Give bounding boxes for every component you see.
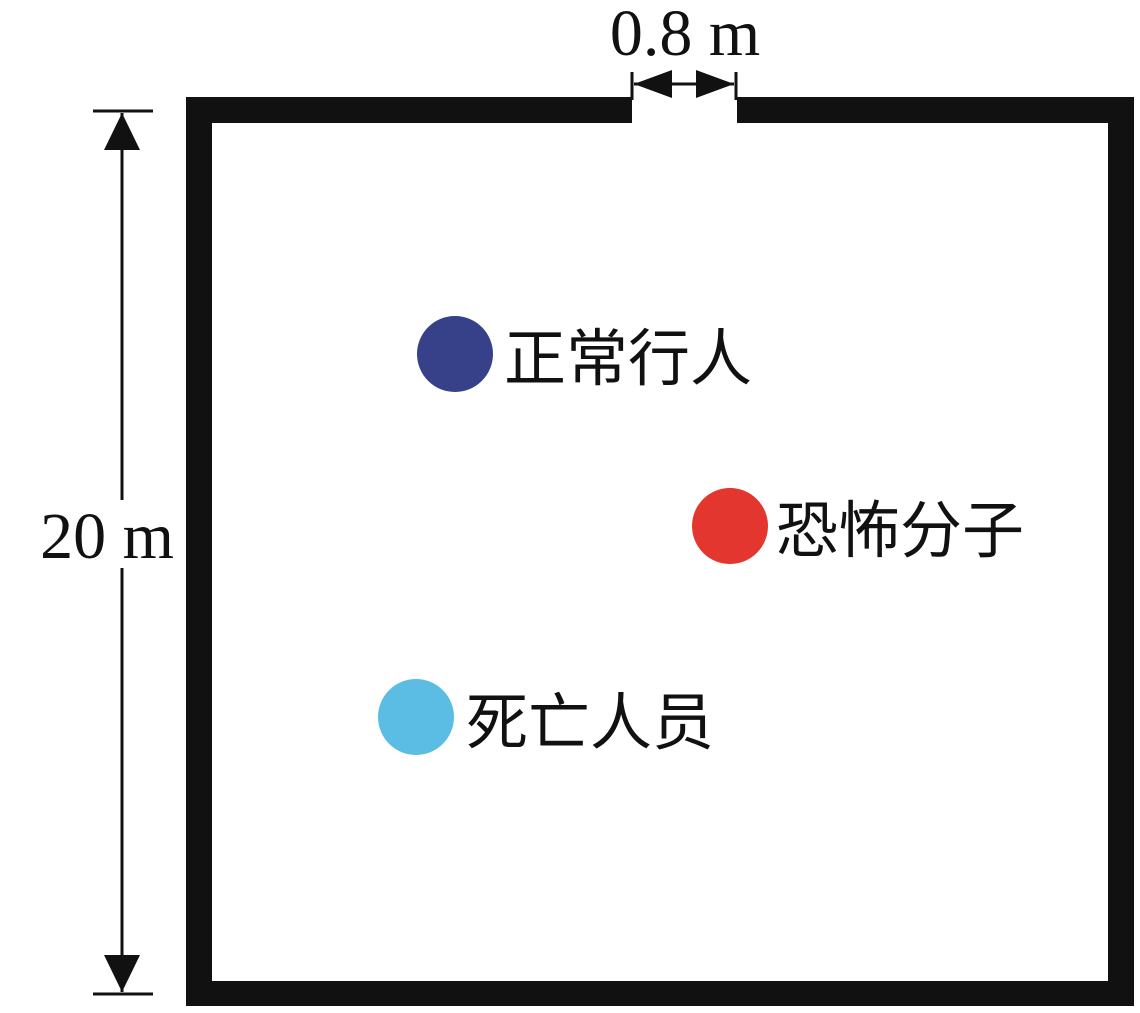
door-dim-arrow-right [696,70,734,98]
room-height-dimension: 20 m [40,109,174,996]
height-dim-arrow-bottom [104,955,140,992]
wall-top-right [737,97,1134,123]
terrorist-marker [692,488,768,564]
legend: 正常行人 恐怖分子 死亡人员 [378,316,1024,759]
legend-item-normal-pedestrian: 正常行人 [417,316,752,395]
door-width-label: 0.8 m [610,0,760,70]
wall-left [186,97,212,1006]
legend-label-terrorist: 恐怖分子 [776,494,1024,567]
wall-bottom [186,981,1134,1006]
legend-label-dead: 死亡人员 [466,686,714,759]
legend-item-dead: 死亡人员 [378,679,714,759]
normal-pedestrian-marker [417,316,493,392]
legend-label-normal-pedestrian: 正常行人 [504,322,752,395]
door-width-dimension: 0.8 m [610,0,760,100]
door-dim-arrow-left [634,70,672,98]
room-height-label: 20 m [40,500,174,573]
wall-top-left [186,97,632,123]
room-walls [186,97,1134,1006]
dead-person-marker [378,679,454,755]
height-dim-arrow-top [104,113,140,150]
wall-right [1108,97,1134,1006]
legend-item-terrorist: 恐怖分子 [692,488,1024,567]
